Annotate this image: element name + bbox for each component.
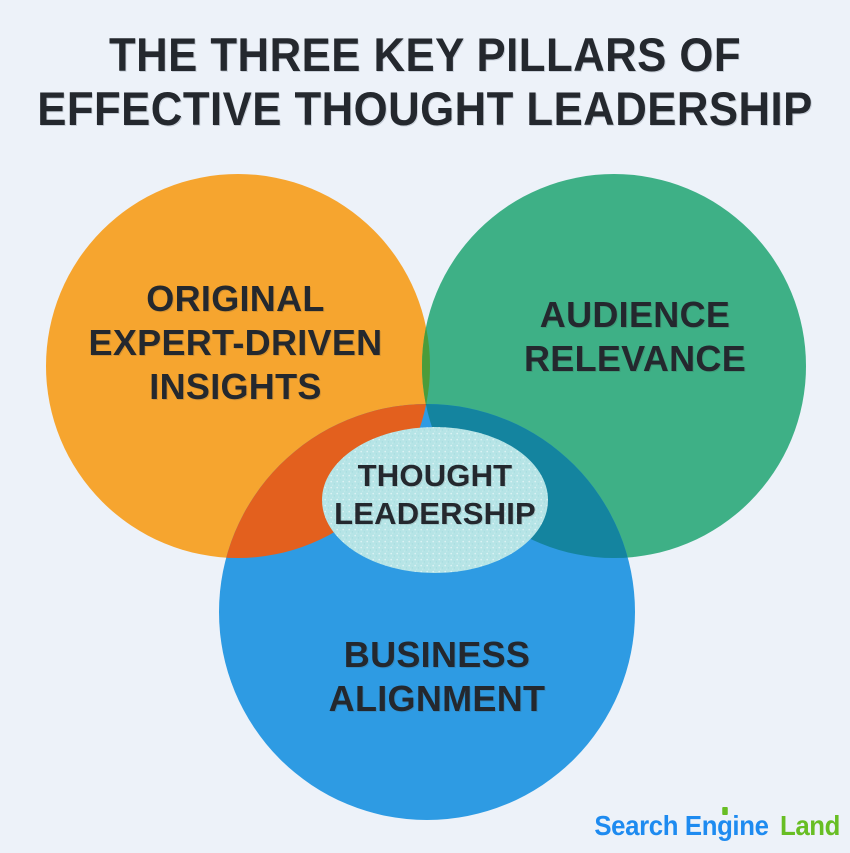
logo-word-land: Land <box>779 810 840 841</box>
title-line-1: THE THREE KEY PILLARS OF <box>108 28 742 81</box>
logo-word-search: Search <box>594 810 679 841</box>
logo-word-engine-text: Engine <box>684 810 769 841</box>
search-engine-land-logo: Search Engine Land <box>594 807 840 841</box>
page-title: THE THREE KEY PILLARS OF EFFECTIVE THOUG… <box>0 28 850 136</box>
logo-leaf-accent-icon <box>722 807 729 815</box>
title-line-2: EFFECTIVE THOUGHT LEADERSHIP <box>37 82 813 135</box>
venn-overlap-orange-blue <box>219 404 430 558</box>
logo-word-engine: Engine <box>684 807 775 841</box>
venn-center-ellipse <box>322 427 548 573</box>
